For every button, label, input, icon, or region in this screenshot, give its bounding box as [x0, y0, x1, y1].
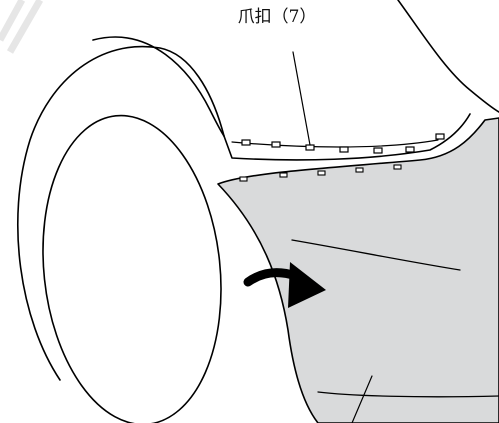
watermark-mark — [0, 0, 44, 54]
clip-marker — [339, 146, 349, 153]
bumper-crease-line — [291, 239, 461, 271]
quarter-panel-line — [397, 0, 499, 113]
clip-marker — [241, 139, 251, 146]
bumper-edge-clips — [239, 164, 402, 182]
body-contour-line — [92, 36, 225, 137]
clip-rail-outline — [223, 113, 471, 161]
clip-marker — [405, 146, 415, 153]
tire-outline — [42, 114, 222, 423]
clip-marker — [271, 141, 281, 148]
wheel-arch-outer — [17, 45, 225, 381]
callout-leader-line — [292, 51, 311, 146]
clip-marker — [373, 147, 383, 154]
clip-marker — [435, 133, 445, 140]
bumper-cover-panel — [217, 117, 499, 423]
bumper-lower-edge — [317, 391, 499, 398]
clip-rail-inner — [231, 139, 439, 148]
curved-arrow-right-icon — [243, 262, 326, 308]
clip-callout-label: 爪扣（7） — [237, 7, 317, 27]
bumper-leader-line — [351, 375, 373, 423]
clip-marker — [305, 144, 315, 151]
